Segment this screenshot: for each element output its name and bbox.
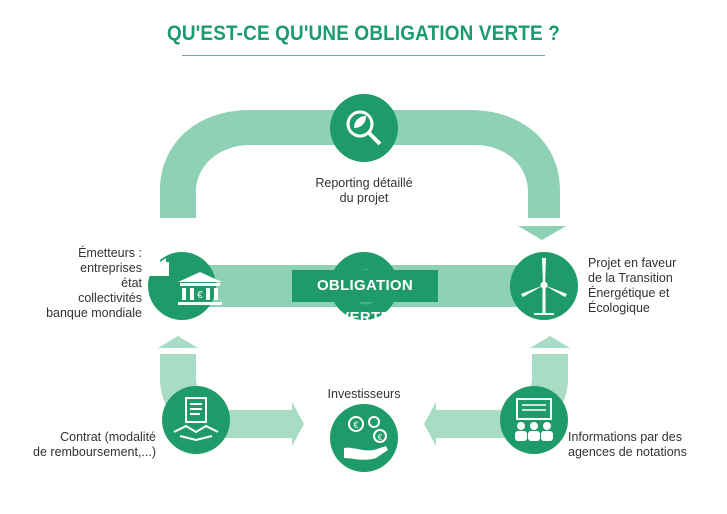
title-underline bbox=[182, 55, 545, 56]
emetteurs-label-line: entreprises bbox=[80, 261, 142, 275]
arrow-top-right bbox=[518, 226, 566, 240]
factory-icon bbox=[147, 254, 169, 276]
emetteurs-label-line: banque mondiale bbox=[46, 306, 142, 320]
contract-handshake-icon bbox=[173, 397, 219, 442]
reporting-label: Reporting détaillé du projet bbox=[290, 176, 438, 206]
arrow-bottom-left-right bbox=[292, 402, 304, 446]
magnifier-leaf-icon bbox=[346, 110, 382, 146]
svg-text:€: € bbox=[197, 290, 203, 301]
investisseurs-label: Investisseurs bbox=[327, 387, 401, 401]
emetteurs-label-line: collectivités bbox=[78, 291, 142, 305]
reporting-label-line: du projet bbox=[339, 191, 389, 205]
arrow-bottom-left-up bbox=[158, 336, 198, 348]
wind-turbine-icon bbox=[521, 258, 567, 315]
contrat-node bbox=[162, 386, 230, 454]
projet-label: Projet en faveur de la Transition Énergé… bbox=[588, 256, 718, 316]
projet-label-line: Projet en faveur bbox=[588, 256, 677, 270]
arrow-bottom-right-up bbox=[530, 336, 570, 348]
svg-text:€: € bbox=[353, 420, 358, 430]
projet-label-line: Écologique bbox=[588, 301, 650, 315]
emetteurs-label-line: Émetteurs : bbox=[78, 246, 142, 260]
svg-text:€: € bbox=[378, 433, 383, 442]
obligation-verte-label: OBLIGATION VERTE bbox=[292, 270, 438, 326]
contrat-label: Contrat (modalité de remboursement,...) bbox=[8, 430, 156, 460]
informations-label-line: Informations par des bbox=[568, 430, 682, 444]
reporting-label-line: Reporting détaillé bbox=[315, 176, 413, 190]
arrow-bottom-right-left bbox=[424, 402, 436, 446]
top-arch-band bbox=[160, 110, 560, 218]
projet-label-line: de la Transition bbox=[588, 271, 673, 285]
presentation-audience-icon bbox=[515, 398, 553, 441]
informations-label: Informations par des agences de notation… bbox=[568, 430, 718, 460]
bank-icon: € bbox=[178, 272, 222, 305]
hand-euro-coins-icon: € € bbox=[344, 416, 388, 460]
reporting-node bbox=[330, 94, 398, 162]
investisseurs-node bbox=[330, 404, 398, 472]
informations-label-line: agences de notations bbox=[568, 445, 687, 459]
emetteurs-label: Émetteurs : entreprises état collectivit… bbox=[30, 246, 142, 321]
projet-label-line: Énergétique et bbox=[588, 286, 670, 300]
contrat-label-line: Contrat (modalité bbox=[60, 430, 156, 444]
emetteurs-label-line: état bbox=[121, 276, 142, 290]
page-title: QU'EST-CE QU'UNE OBLIGATION VERTE ? bbox=[167, 22, 560, 45]
contrat-label-line: de remboursement,...) bbox=[33, 445, 156, 459]
